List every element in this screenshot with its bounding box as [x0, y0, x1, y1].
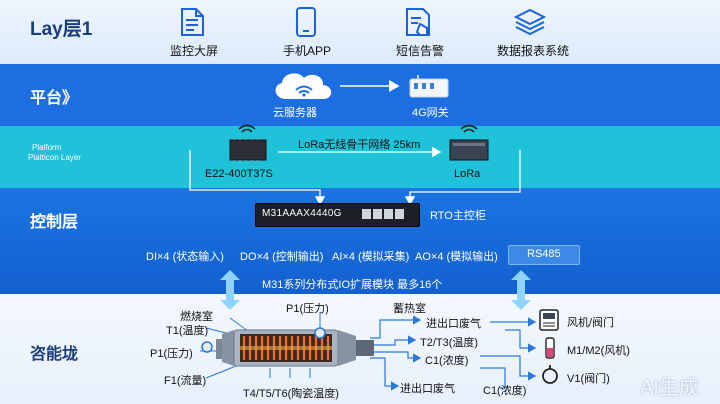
lora-band — [0, 126, 720, 188]
lora-side-line1: Plalform — [32, 143, 62, 152]
p1-top-label: P1(压力) — [286, 303, 329, 315]
energy-label: 咨能垅 — [30, 346, 79, 363]
layer1-item-label: 监控大屏 — [170, 44, 219, 58]
rtu-device: M31AAAX4440G — [255, 203, 420, 227]
platform-label: 平台》 — [30, 90, 79, 107]
reactor-vessel — [216, 329, 374, 367]
fan-valve-icon — [539, 309, 559, 331]
device-model-label: M31AAAX4440G — [262, 208, 342, 219]
regen-chamber-label: 蓄热室 — [393, 303, 426, 315]
layer1-band — [0, 0, 720, 64]
lora-module-left-label: E22-400T37S — [205, 168, 273, 180]
gateway-icon — [409, 75, 449, 98]
device-desc-label: RTO主控柜 — [430, 210, 486, 222]
rs485-label: RS485 — [527, 248, 561, 260]
pressure-sensor-icon — [201, 341, 213, 353]
layer1-item-label: 短信告警 — [396, 44, 445, 58]
v1-label: V1(阀门) — [567, 373, 610, 385]
io-label: DI×4 (状态输入) — [146, 251, 224, 263]
io-label: DO×4 (控制输出) — [240, 251, 324, 263]
document-icon — [181, 8, 204, 36]
lora-side-line2: Platticon Layer — [28, 153, 81, 162]
f1-label: F1(流量) — [164, 375, 207, 387]
lora-module-left-icon — [229, 124, 267, 162]
layer1-item-label: 手机APP — [283, 44, 332, 58]
lora-module-right-label: LoRa — [454, 168, 481, 180]
io-label: AO×4 (模拟输出) — [415, 251, 498, 263]
message-alert-icon — [406, 8, 430, 36]
pressure-sensor-icon — [314, 327, 326, 339]
t2t3-label: T2/T3(温度) — [420, 337, 479, 349]
m1m2-label: M1/M2(风机) — [567, 345, 630, 357]
control-label: 控制层 — [30, 214, 79, 231]
c1-bottom-label: C1(浓度) — [483, 385, 527, 397]
inlet-outlet-bottom-label: 进出口废气 — [400, 383, 455, 395]
platform-band — [0, 64, 720, 126]
io-label: AI×4 (模拟采集) — [332, 251, 410, 263]
layer1-label: Lay层1 — [30, 19, 93, 40]
rs485-box: RS485 — [508, 245, 580, 265]
watermark: AI生成 — [640, 377, 699, 399]
cloud-icon — [275, 73, 332, 99]
gateway-label: 4G网关 — [412, 107, 449, 119]
valve-ring-icon — [542, 365, 558, 384]
motor-icon — [545, 337, 555, 359]
layer1-item-label: 数据报表系统 — [497, 44, 570, 58]
device-ports — [362, 209, 414, 221]
p1-left-label: P1(压力) — [150, 348, 193, 360]
t4t5t6-label: T4/T5/T6(陶瓷温度) — [243, 388, 339, 400]
inlet-outlet-top-label: 进出口废气 — [426, 318, 481, 330]
lora-module-right-icon — [449, 124, 489, 161]
layers-icon — [514, 8, 546, 36]
expansion-label: M31系列分布式IO扩展模块 最多16个 — [262, 279, 443, 291]
cloud-server-label: 云服务器 — [273, 107, 317, 119]
t1-label: T1(温度) — [166, 325, 209, 337]
c1-mid-label: C1(浓度) — [425, 355, 469, 367]
combustion-chamber-label: 燃烧室 — [180, 311, 213, 323]
fan-valve-label: 风机/阀门 — [567, 317, 615, 329]
lora-network-label: LoRa无线骨干网络 25km — [298, 139, 421, 151]
phone-icon — [296, 7, 316, 37]
